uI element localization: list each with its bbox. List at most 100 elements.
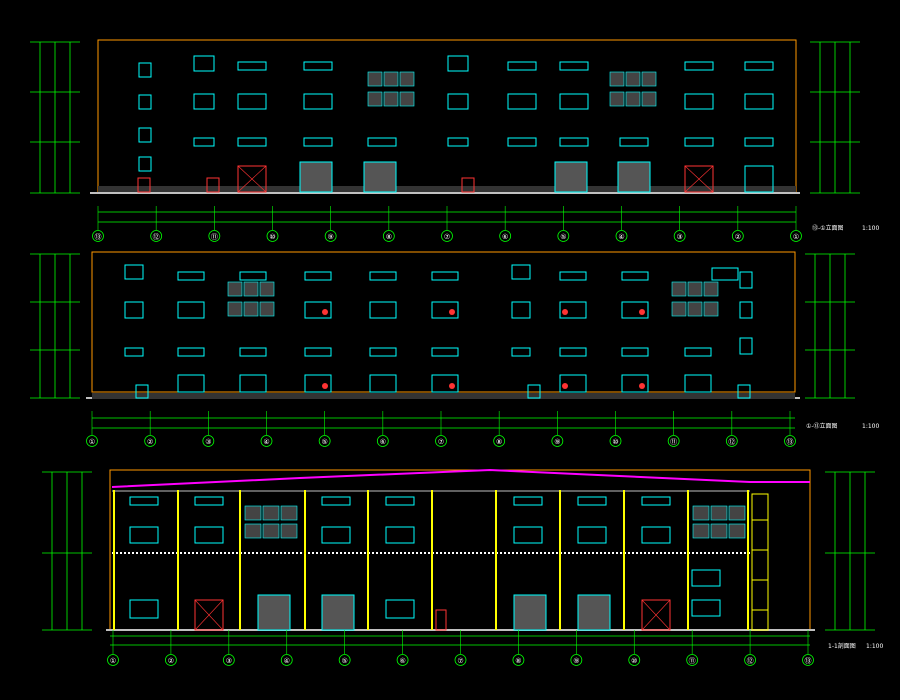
section-louvers	[244, 505, 746, 539]
axis-bubble	[615, 230, 628, 242]
axis-bubble	[512, 654, 525, 666]
axis-bubble	[499, 230, 512, 242]
axis-bubble	[454, 654, 467, 666]
axis-bubble	[338, 654, 351, 666]
axis-label: ⑩	[631, 657, 637, 665]
windows-floor-3	[124, 264, 753, 289]
axis-bubble	[318, 435, 331, 447]
axis-label: ③	[226, 657, 232, 665]
section-title: 1-1剖面图	[828, 642, 856, 650]
axis-label: ⑩	[269, 233, 275, 241]
axis-label: ④	[618, 233, 624, 241]
axis-label: ⑥	[399, 657, 405, 665]
axis-bubble	[376, 435, 389, 447]
axis-label: ⑩	[612, 438, 618, 446]
axis-label: ⑨	[328, 233, 334, 241]
axis-label: ⑦	[457, 657, 463, 665]
left-level-scale	[30, 253, 80, 399]
axis-bubble	[208, 230, 221, 242]
section-scale: 1:100	[866, 643, 883, 650]
windows-floor-1	[124, 337, 753, 399]
left-level-scale	[42, 471, 92, 631]
axis-label: ⑥	[502, 233, 508, 241]
axis-bubble	[260, 435, 273, 447]
axis-label: ⑤	[342, 657, 348, 665]
axis-label: ⑧	[386, 233, 392, 241]
left-level-scale	[30, 41, 80, 194]
axis-bubble	[609, 435, 622, 447]
axis-bubble	[280, 654, 293, 666]
right-level-scale	[810, 41, 860, 194]
axis-label: ⑧	[496, 438, 502, 446]
axis-label: ⑫	[728, 438, 735, 446]
axis-bubble	[570, 654, 583, 666]
axis-label: ⑤	[322, 438, 328, 446]
elevation-scale: 1:100	[862, 423, 879, 430]
windows-floor-3	[138, 55, 774, 78]
axis-label: ①	[89, 438, 95, 446]
axis-bubble	[396, 654, 409, 666]
axis-label: ⑬	[805, 657, 812, 665]
axis-label: ⑪	[670, 438, 677, 446]
axis-label: ③	[205, 438, 211, 446]
axis-bubble	[802, 654, 814, 666]
axis-label: ⑦	[438, 438, 444, 446]
axis-label: ②	[168, 657, 174, 665]
section-windows-lower	[129, 569, 721, 619]
axis-label: ⑦	[444, 233, 450, 241]
axis-label: ⑫	[747, 657, 754, 665]
axis-bubble	[493, 435, 506, 447]
section-windows-upper	[129, 496, 671, 544]
elevation-title: ⑬-①立面图	[812, 224, 844, 232]
axis-bubble	[92, 230, 104, 242]
columns	[113, 490, 749, 630]
fire-markers	[322, 309, 645, 389]
axis-bubble	[86, 435, 98, 447]
axis-bubble	[150, 230, 163, 242]
axis-label: ⑪	[211, 233, 218, 241]
axis-label: ⑬	[787, 438, 794, 446]
axis-label: ②	[147, 438, 153, 446]
roof-truss	[111, 468, 810, 488]
axis-label: ①	[793, 233, 799, 241]
axis-label: ⑨	[573, 657, 579, 665]
stair-core	[751, 493, 769, 631]
axis-bubble	[686, 654, 699, 666]
dimension-chain	[92, 417, 795, 429]
dimension-chain	[110, 635, 810, 646]
axis-bubble	[324, 230, 337, 242]
axis-label: ⑨	[554, 438, 560, 446]
axis-label: ⑫	[153, 233, 160, 241]
axis-label: ④	[284, 657, 290, 665]
axis-bubble	[107, 654, 119, 666]
axis-bubble	[673, 230, 686, 242]
axis-bubble	[551, 435, 564, 447]
windows-floor-1	[138, 127, 774, 172]
axis-bubble	[725, 435, 738, 447]
plinth	[92, 393, 795, 399]
axis-label: ②	[735, 233, 741, 241]
section-openings	[194, 594, 671, 631]
axis-label: ⑤	[560, 233, 566, 241]
right-level-scale	[805, 253, 855, 399]
axis-bubble	[435, 435, 447, 447]
louver-panels	[367, 71, 657, 107]
axis-label: ⑧	[515, 657, 521, 665]
axis-bubble	[441, 230, 453, 242]
louver-panels	[227, 281, 719, 317]
axis-bubble	[744, 654, 756, 666]
axis-label: ⑪	[689, 657, 696, 665]
axis-bubble	[266, 230, 279, 242]
axis-bubble	[557, 230, 570, 242]
axis-bubble	[382, 230, 395, 242]
axis-bubble	[784, 435, 796, 447]
right-level-scale	[825, 471, 875, 631]
axis-bubble	[731, 230, 744, 242]
plinth	[98, 186, 796, 192]
